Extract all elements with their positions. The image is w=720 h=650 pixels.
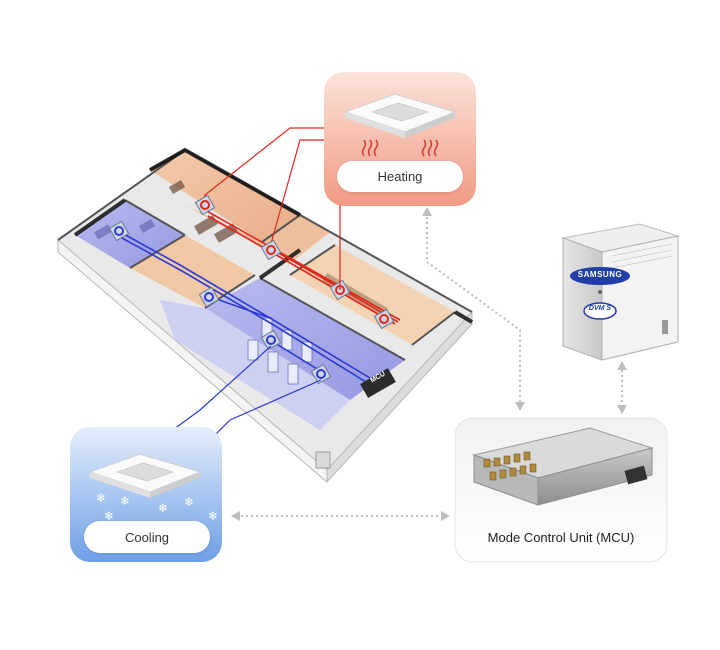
heating-label: Heating — [337, 161, 463, 192]
dvm-logo — [583, 302, 617, 320]
samsung-logo — [570, 267, 630, 285]
snowflake-icons: ❄ ❄ ❄ ❄ ❄ ❄ — [96, 491, 218, 523]
heating-label-text: Heating — [377, 169, 423, 184]
svg-text:❄: ❄ — [104, 509, 114, 523]
cooling-label: Cooling — [84, 521, 210, 553]
svg-text:❄: ❄ — [158, 501, 168, 515]
heat-waves-icon — [361, 139, 439, 157]
samsung-logo-text: SAMSUNG — [577, 270, 623, 279]
mcu-label: Mode Control Unit (MCU) — [487, 530, 635, 545]
cooling-cassette-icon — [88, 453, 202, 498]
floor-plan-mcu — [360, 368, 396, 398]
indoor-units — [108, 194, 395, 385]
svg-text:❄: ❄ — [208, 509, 218, 523]
outdoor-unit — [561, 223, 680, 361]
svg-text:❄: ❄ — [120, 494, 130, 508]
mcu-device-icon — [472, 427, 654, 506]
arrowheads — [231, 207, 627, 521]
cooling-label-text: Cooling — [124, 529, 170, 545]
dvm-logo-text: DVM S — [588, 305, 612, 312]
svg-text:❄: ❄ — [96, 491, 106, 505]
cooling-link-lines — [169, 345, 322, 441]
mcu-card — [454, 417, 668, 563]
svg-text:❄: ❄ — [184, 495, 194, 509]
floor-plan — [57, 147, 474, 484]
heating-cassette-icon — [343, 93, 457, 138]
dotted-connectors — [236, 212, 623, 517]
